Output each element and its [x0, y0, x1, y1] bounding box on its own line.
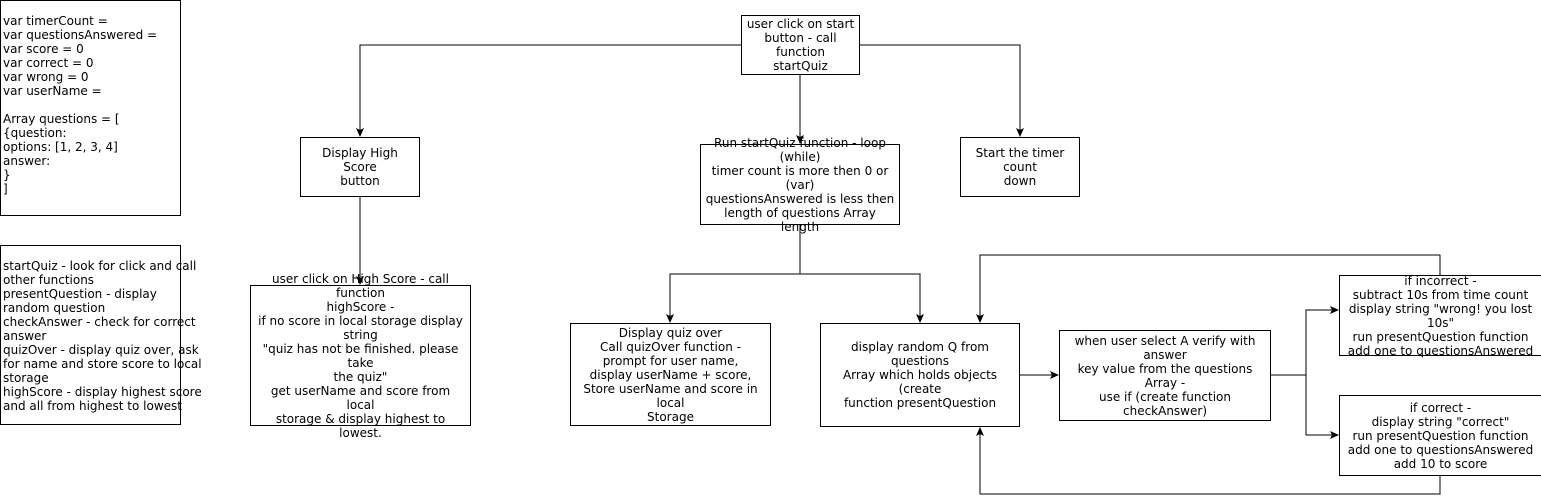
node-quiz-over: Display quiz over Call quizOver function…: [570, 323, 771, 426]
variables-line: var timerCount =: [3, 14, 108, 28]
node-high-score-click: user click on High Score - call function…: [250, 272, 471, 440]
node-check-answer: when user select A verify with answer ke…: [1059, 330, 1271, 421]
variables-line: Array questions = [: [3, 112, 120, 126]
node-line: key value from the questions Array -: [1077, 361, 1253, 390]
node-line: Display High Score: [322, 146, 398, 174]
node-line: display userName + score,: [589, 367, 752, 382]
node-line: if incorrect -: [1404, 273, 1477, 288]
functions-line: quizOver - display quiz over, ask: [3, 343, 199, 357]
node-line: Call quizOver function -: [600, 339, 741, 354]
variables-line: var correct = 0: [3, 56, 94, 70]
variables-note: var timerCount = var questionsAnswered =…: [0, 0, 181, 216]
variables-line: var questionsAnswered =: [3, 28, 158, 42]
node-line: timer count is more then 0 or (var): [711, 163, 889, 192]
node-line: display random Q from questions: [851, 340, 989, 368]
variables-line: [3, 98, 178, 112]
arrow-check-to-incorrect: [1305, 306, 1339, 375]
node-if-incorrect: if incorrect - subtract 10s from time co…: [1339, 274, 1541, 358]
node-line: if no score in local storage display str…: [258, 313, 463, 342]
functions-line: startQuiz - look for click and call: [3, 259, 197, 273]
node-text: Start the timer count down: [965, 146, 1075, 188]
arrow-start-to-high-score: [356, 44, 741, 137]
node-line: highScore -: [326, 299, 395, 314]
functions-line: other functions: [3, 273, 95, 287]
functions-line: storage: [3, 371, 49, 385]
node-run-start-quiz: Run startQuiz function - loop (while) ti…: [700, 136, 900, 234]
node-timer-countdown: Start the timer count down: [960, 137, 1080, 197]
node-line: function presentQuestion: [843, 396, 997, 410]
node-line: use if (create function checkAnswer): [1098, 389, 1232, 418]
node-line: Storage: [647, 409, 694, 424]
arrow-start-to-timer: [860, 44, 1024, 137]
node-line: Store userName and score in local: [583, 381, 758, 410]
node-text: Display High Score button: [305, 146, 415, 188]
node-line: add one to questionsAnswered: [1347, 442, 1534, 457]
node-text: Display quiz over Call quizOver function…: [575, 326, 766, 424]
node-line: if correct -: [1409, 400, 1472, 415]
node-text: if incorrect - subtract 10s from time co…: [1344, 274, 1537, 358]
functions-line: presentQuestion - display: [3, 287, 157, 301]
functions-line: and all from highest to lowest: [3, 399, 182, 413]
node-text: display random Q from questions Array wh…: [825, 340, 1015, 410]
node-line: display string "wrong! you lost 10s": [1348, 301, 1533, 330]
node-line: user click on High Score - call function: [272, 271, 449, 300]
node-line: button - call function: [764, 31, 837, 59]
variables-line: var score = 0: [3, 42, 84, 56]
variables-line: ]: [3, 182, 8, 196]
node-start-click: user click on start button - call functi…: [741, 15, 860, 75]
node-line: Array which holds objects (create: [842, 368, 998, 396]
arrow-correct-loop-back: [976, 427, 1441, 495]
functions-line: checkAnswer - check for correct: [3, 315, 196, 329]
node-line: run presentQuestion function: [1352, 329, 1529, 344]
node-display-high-score: Display High Score button: [300, 137, 420, 197]
arrow-split-to-present-question: [800, 273, 924, 323]
node-line: Start the timer count: [975, 146, 1065, 174]
node-line: subtract 10s from time count: [1352, 287, 1529, 302]
node-line: the quiz": [333, 369, 388, 384]
node-line: button: [340, 174, 380, 188]
node-text: when user select A verify with answer ke…: [1064, 334, 1266, 418]
functions-line: highScore - display highest score: [3, 385, 202, 399]
node-line: storage & display highest to lowest.: [275, 411, 446, 440]
node-line: length of questions Array length: [724, 205, 876, 234]
functions-line: answer: [3, 329, 47, 343]
variables-line: answer:: [3, 154, 51, 168]
variables-line: options: [1, 2, 3, 4]: [3, 140, 118, 154]
variables-line: var wrong = 0: [3, 70, 89, 84]
node-line: "quiz has not be finished. please take: [262, 341, 459, 370]
node-line: run presentQuestion function: [1352, 428, 1529, 443]
functions-note: startQuiz - look for click and call othe…: [0, 245, 202, 425]
node-line: when user select A verify with answer: [1074, 333, 1256, 362]
node-line: down: [1003, 174, 1037, 188]
arrow-check-to-correct: [1305, 375, 1339, 439]
node-text: user click on start button - call functi…: [746, 17, 855, 73]
node-text: user click on High Score - call function…: [255, 272, 466, 440]
functions-line: random question: [3, 301, 106, 315]
node-text: if correct - display string "correct" ru…: [1348, 401, 1533, 471]
node-present-question: display random Q from questions Array wh…: [820, 323, 1020, 427]
node-line: questionsAnswered is less then: [705, 191, 895, 206]
variables-line: var userName =: [3, 84, 102, 98]
node-line: add one to questionsAnswered: [1347, 343, 1534, 358]
node-line: Display quiz over: [618, 325, 723, 340]
node-line: prompt for user name,: [602, 353, 739, 368]
variables-line: }: [3, 168, 11, 182]
arrow-split-to-quiz-over: [666, 273, 800, 323]
functions-line: for name and store score to local: [3, 357, 202, 371]
arrow-incorrect-loop-back: [976, 254, 1441, 323]
node-line: get userName and score from local: [270, 383, 451, 412]
node-line: add 10 to score: [1393, 456, 1488, 471]
node-text: Run startQuiz function - loop (while) ti…: [705, 136, 895, 234]
node-line: display string "correct": [1371, 414, 1510, 429]
node-line: startQuiz: [773, 59, 828, 73]
variables-line: {question:: [3, 126, 67, 140]
node-line: user click on start: [746, 17, 855, 31]
node-line: Run startQuiz function - loop (while): [714, 135, 886, 164]
node-if-correct: if correct - display string "correct" ru…: [1339, 395, 1541, 476]
